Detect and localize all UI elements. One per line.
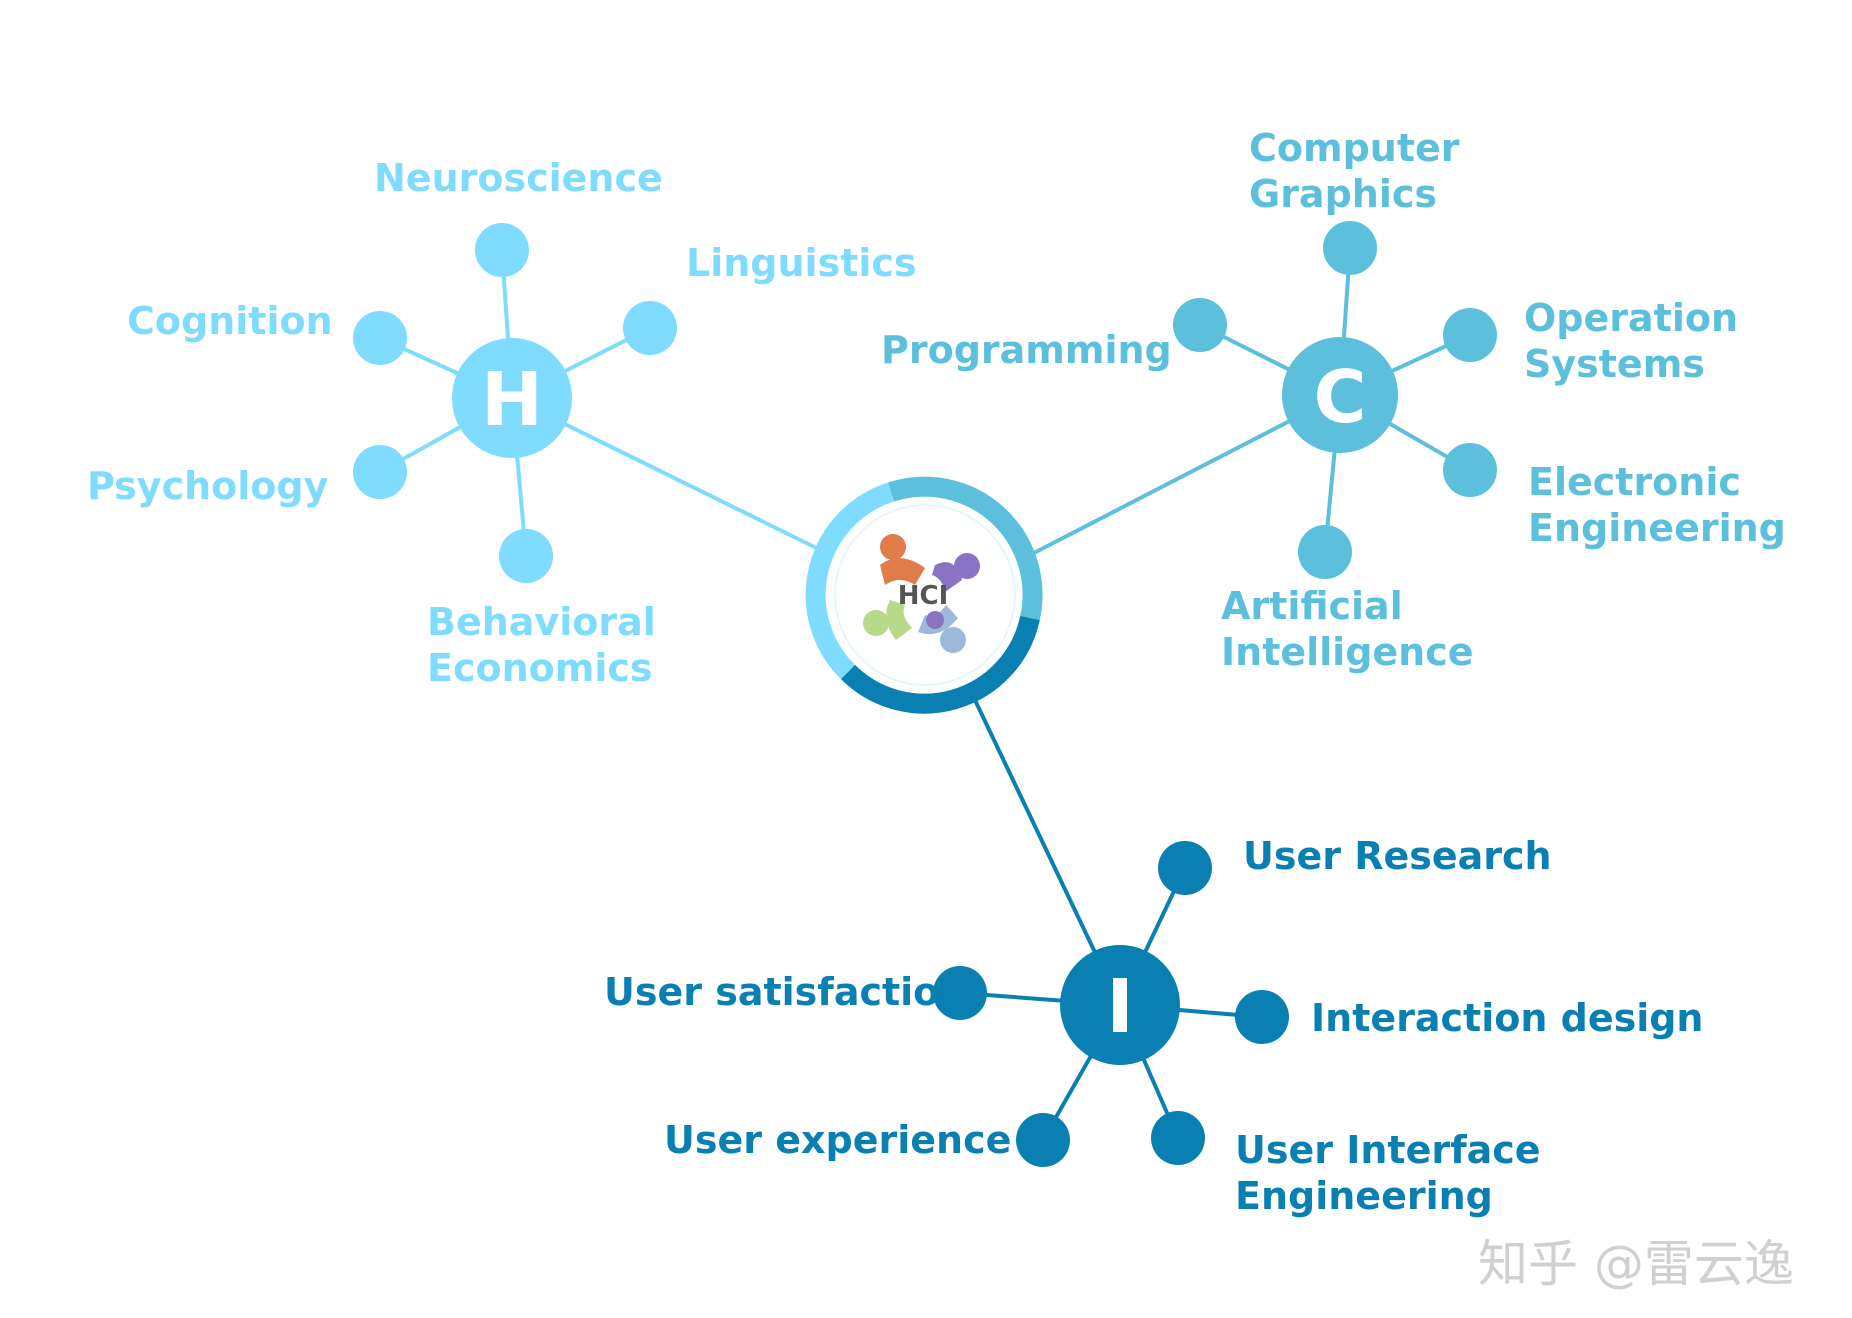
ring-segment-human: [805, 482, 895, 680]
label-uie-line1: User Interface: [1235, 1128, 1541, 1172]
label-cognition: Cognition: [127, 299, 333, 343]
hci-center-text: HCI: [898, 581, 949, 611]
label-ai-line1: Artificial: [1221, 584, 1403, 628]
label-operation-systems: Operation Systems: [1524, 295, 1738, 388]
node-computer-graphics: [1323, 221, 1377, 275]
label-electronic-line2: Engineering: [1528, 506, 1786, 551]
hci-center: HCI: [805, 476, 1043, 714]
label-user-experience: User experience: [664, 1118, 1012, 1162]
label-interaction-design: Interaction design: [1311, 996, 1704, 1040]
node-artificial-intelligence: [1298, 525, 1352, 579]
label-behavioral-line2: Economics: [427, 646, 653, 691]
label-operation-line1: Operation: [1524, 296, 1739, 340]
label-computer-line1: Computer: [1249, 126, 1460, 170]
node-user-research: [1158, 841, 1212, 895]
label-computer-line2: Graphics: [1249, 172, 1437, 217]
label-user-research: User Research: [1243, 834, 1552, 878]
node-electronic-engineering: [1443, 443, 1497, 497]
label-behavioral-economics: Behavioral Economics: [427, 599, 656, 692]
node-user-experience: [1016, 1113, 1070, 1167]
label-neuroscience: Neuroscience: [374, 156, 663, 200]
node-linguistics: [623, 301, 677, 355]
node-programming: [1173, 298, 1227, 352]
watermark-text: 知乎 @雷云逸: [1478, 1235, 1794, 1293]
hub-h: [452, 338, 572, 458]
ring-segment-computer: [887, 476, 1043, 621]
hub-i: [1060, 945, 1180, 1065]
label-electronic-line1: Electronic: [1528, 460, 1741, 504]
label-electronic-engineering: Electronic Engineering: [1528, 459, 1786, 552]
label-user-satisfaction: User satisfaction: [604, 970, 967, 1014]
label-computer-graphics: Computer Graphics: [1249, 125, 1460, 218]
label-linguistics: Linguistics: [686, 241, 917, 285]
node-behavioral-economics: [499, 529, 553, 583]
node-cognition: [353, 311, 407, 365]
connector-center-c: [1029, 393, 1341, 557]
label-behavioral-line1: Behavioral: [427, 600, 656, 644]
label-artificial-intelligence: Artificial Intelligence: [1221, 583, 1474, 676]
node-operation-systems: [1443, 308, 1497, 362]
node-psychology: [353, 445, 407, 499]
label-psychology: Psychology: [87, 464, 329, 508]
hub-c-letter: C: [1314, 355, 1367, 439]
label-uie-line2: Engineering: [1235, 1174, 1493, 1219]
label-programming: Programming: [881, 328, 1172, 372]
node-interaction-design: [1235, 990, 1289, 1044]
label-ai-line2: Intelligence: [1221, 630, 1474, 675]
hci-logo-icon: [863, 534, 980, 653]
label-user-interface-engineering: User Interface Engineering: [1235, 1127, 1541, 1220]
hub-h-letter: H: [481, 357, 543, 443]
ring-segment-interaction: [840, 615, 1040, 714]
node-neuroscience: [475, 223, 529, 277]
hub-c: [1282, 337, 1398, 453]
hub-i-letter: I: [1106, 964, 1134, 1050]
node-user-satisfaction: [933, 966, 987, 1020]
label-operation-line2: Systems: [1524, 342, 1705, 387]
node-user-interface-engineering: [1151, 1111, 1205, 1165]
